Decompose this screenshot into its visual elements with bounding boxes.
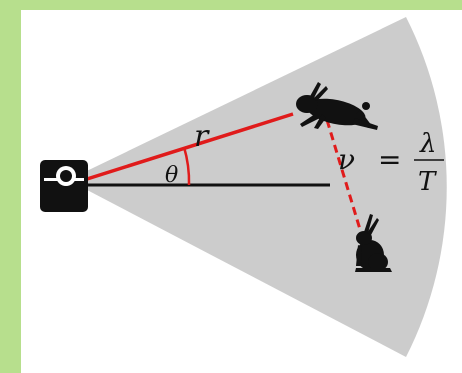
distance-ray [67,112,294,187]
frame-top-accent [0,0,462,10]
fraction-numerator: λ [419,129,436,159]
angle-arc [182,146,191,186]
running-hare-icon [296,82,378,130]
sitting-hare-icon [355,214,392,272]
camera-icon [40,160,88,212]
distance-label: r [194,119,210,154]
fraction-denominator: T [418,167,437,197]
equals-sign: = [378,143,401,176]
displacement-dashed-line [325,119,364,237]
field-of-view-sector [68,17,447,357]
velocity-symbol: ν [338,143,355,176]
frame-left-accent [0,0,21,373]
angle-label: θ [165,163,178,188]
